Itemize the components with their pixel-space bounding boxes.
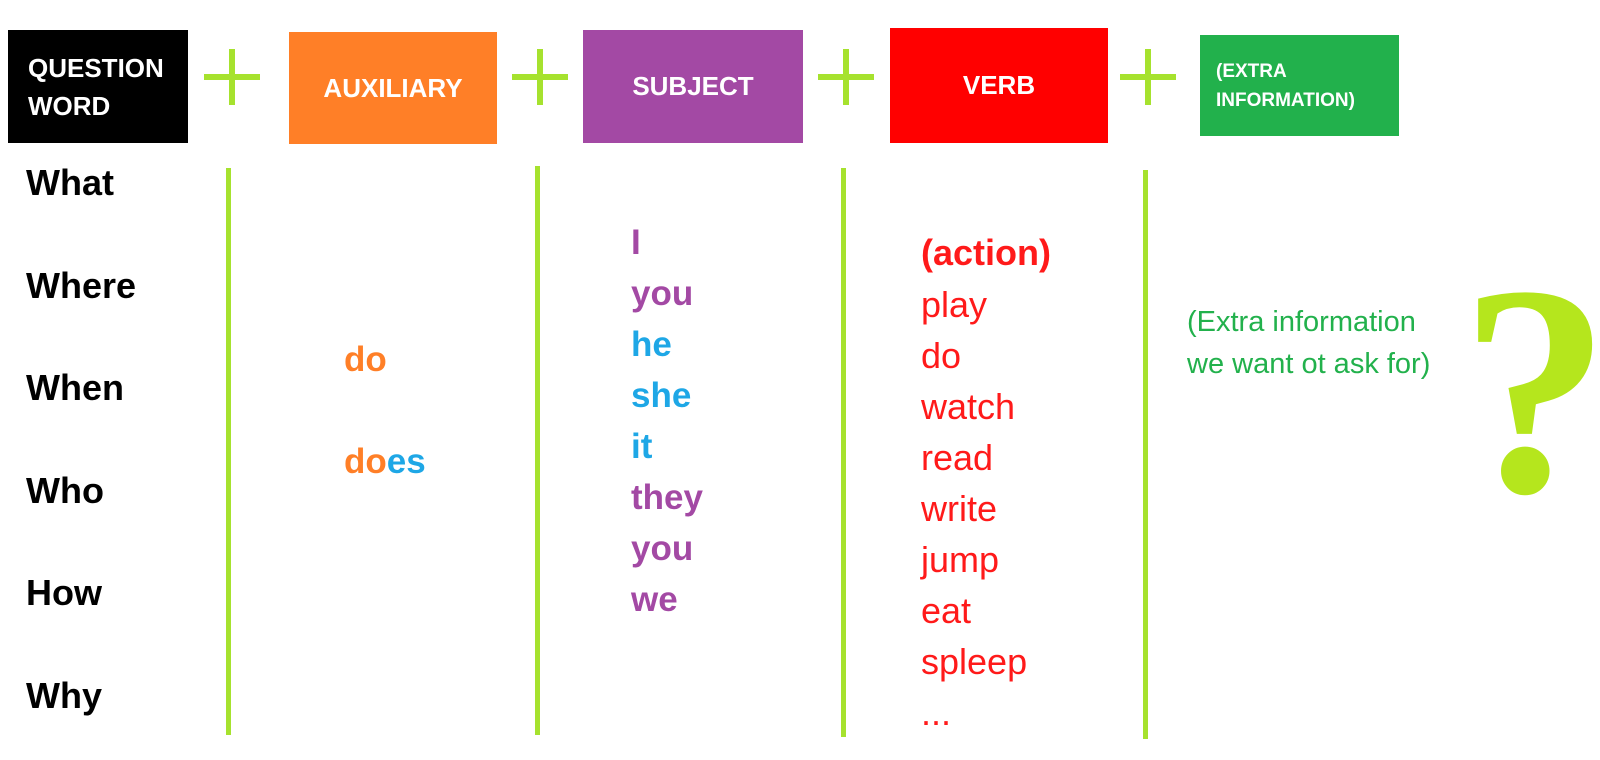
extra-information-line-1: (Extra information [1187, 306, 1416, 338]
subject-they: they [631, 478, 703, 517]
subject-header: SUBJECT [583, 30, 803, 143]
verb-item: play [921, 284, 988, 325]
column-divider [226, 168, 231, 735]
question-mark-icon: ? [1460, 224, 1600, 556]
subject-i: I [631, 223, 641, 262]
extra-information-header: (EXTRA INFORMATION) [1200, 35, 1399, 136]
question-word-what: What [26, 162, 114, 203]
auxiliary-does: does [344, 442, 426, 482]
plus-icon [512, 49, 568, 105]
subject-she: she [631, 376, 692, 415]
verb-heading: (action) [921, 232, 1051, 273]
question-word-header: QUESTION WORD [8, 30, 188, 143]
question-word-when: When [26, 367, 124, 408]
verb-item: read [921, 437, 994, 478]
verb-item: do [921, 335, 962, 376]
verb-item: eat [921, 590, 972, 631]
subject-you: you [631, 274, 694, 313]
verb-header: VERB [890, 28, 1108, 143]
extra-header-line-2: INFORMATION) [1216, 89, 1355, 111]
question-word-header-line-1: QUESTION [28, 52, 164, 83]
plus-icon [204, 49, 260, 105]
question-word-where: Where [26, 265, 137, 306]
column-divider [1143, 170, 1148, 739]
verb-item: watch [921, 386, 1016, 427]
column-divider [535, 166, 540, 735]
auxiliary-do-base: do [344, 340, 387, 379]
subject-it: it [631, 427, 653, 466]
auxiliary-does-suffix: es [386, 442, 426, 481]
subject-we: we [631, 580, 678, 619]
subject-you: you [631, 529, 694, 568]
subject-he: he [631, 325, 672, 364]
auxiliary-header-label: AUXILIARY [323, 72, 463, 103]
verb-header-label: VERB [962, 70, 1036, 100]
question-word-header-line-2: WORD [28, 90, 111, 121]
verb-item: ... [921, 692, 952, 733]
extra-information-line-2: we want ot ask for) [1187, 348, 1431, 380]
plus-icon [818, 49, 874, 105]
auxiliary-do: do [344, 340, 387, 380]
column-divider [841, 168, 846, 737]
plus-icon [1120, 49, 1176, 105]
auxiliary-does-base: do [344, 442, 387, 481]
question-word-who: Who [26, 470, 104, 511]
extra-header-line-1: (EXTRA [1216, 60, 1287, 82]
verb-item: jump [921, 539, 1000, 580]
auxiliary-header: AUXILIARY [289, 32, 497, 144]
verb-item: spleep [921, 641, 1028, 682]
verb-item: write [921, 488, 998, 529]
question-word-why: Why [26, 675, 102, 716]
subject-header-label: SUBJECT [632, 71, 754, 101]
question-word-how: How [26, 572, 102, 613]
